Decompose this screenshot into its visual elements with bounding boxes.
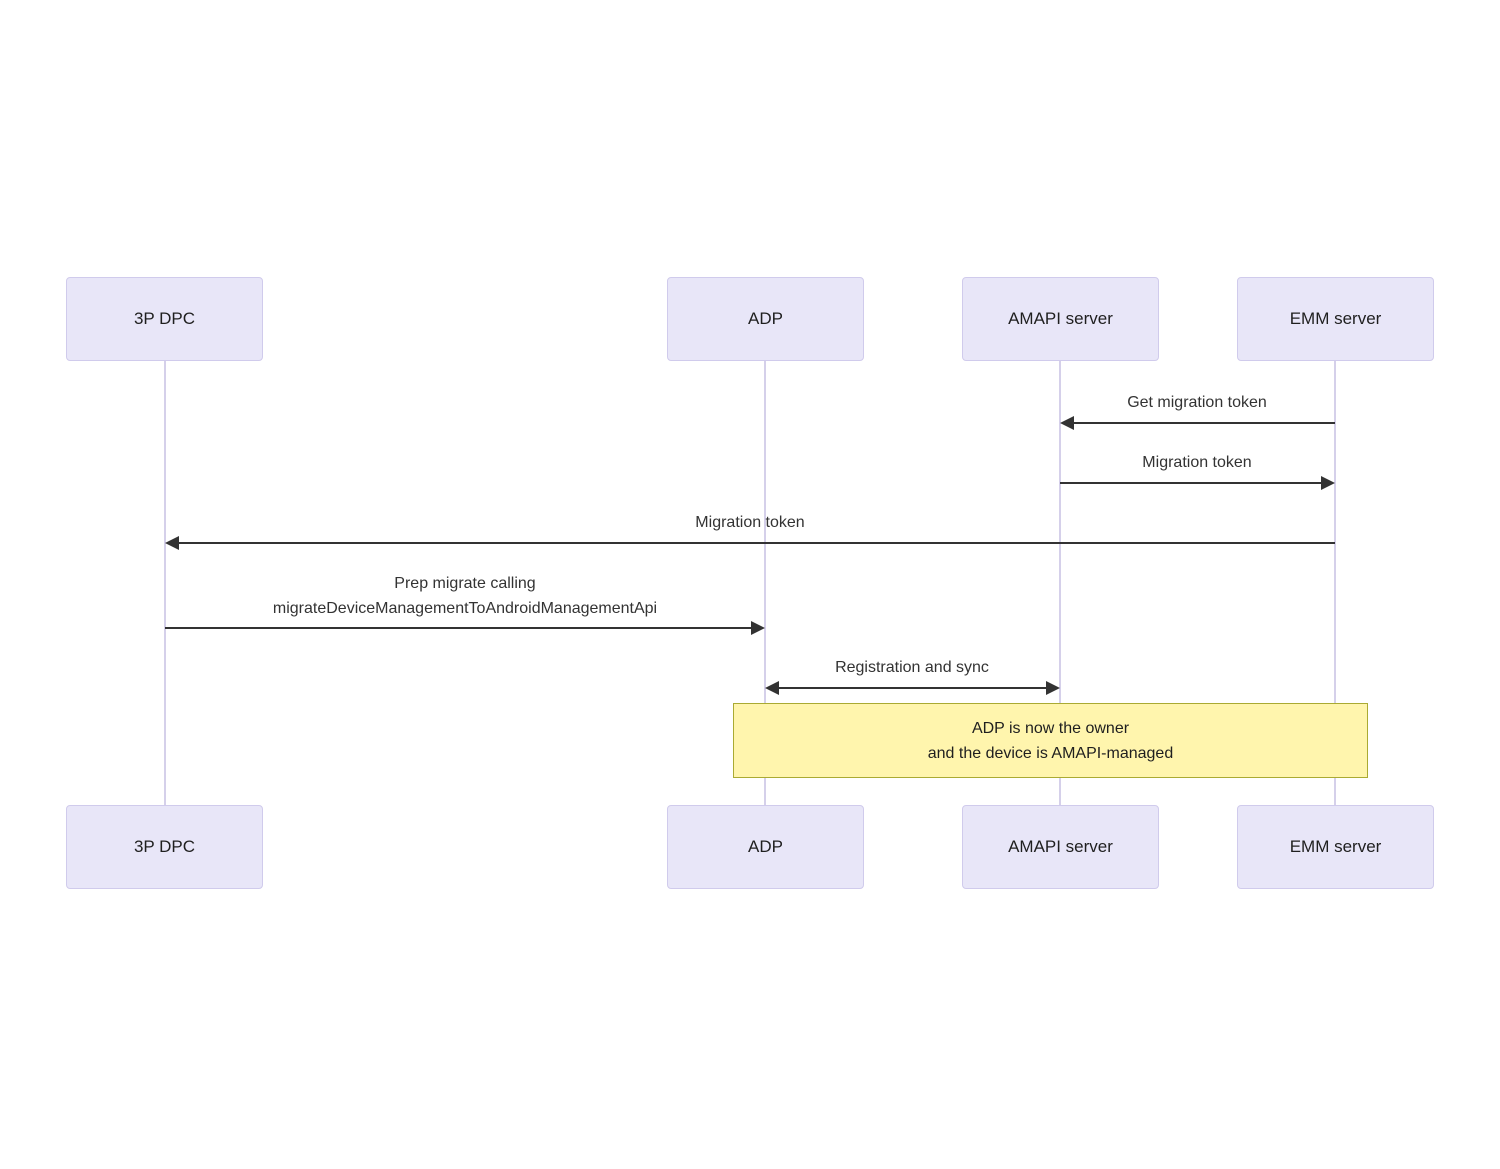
message-text: Migration token xyxy=(695,514,805,531)
message-text-line1: Prep migrate calling xyxy=(394,575,536,592)
lifeline-adp xyxy=(764,361,766,805)
actor-label: ADP xyxy=(748,309,783,328)
actor-bottom-amapi-server: AMAPI server xyxy=(962,805,1159,889)
message-label-get-migration-token: Get migration token xyxy=(1127,390,1267,415)
actor-top-emm-server: EMM server xyxy=(1237,277,1434,361)
actor-label: 3P DPC xyxy=(133,309,196,328)
lifeline-amapi-server xyxy=(1059,361,1061,805)
actor-top-3p-dpc: 3P DPC xyxy=(66,277,263,361)
actor-top-amapi-server: AMAPI server xyxy=(962,277,1159,361)
actor-bottom-3p-dpc: 3P DPC xyxy=(66,805,263,889)
message-label-prep-migrate: Prep migrate calling migrateDeviceManage… xyxy=(273,571,657,621)
actor-label: AMAPI server xyxy=(1008,309,1113,328)
arrowhead-right-icon xyxy=(1321,476,1335,490)
arrowhead-left-icon xyxy=(1060,416,1074,430)
arrowhead-right-icon xyxy=(1046,681,1060,695)
message-label-registration-and-sync: Registration and sync xyxy=(835,655,989,680)
actor-bottom-adp: ADP xyxy=(667,805,864,889)
note-text-line2: and the device is AMAPI-managed xyxy=(927,744,1174,762)
arrowhead-left-icon xyxy=(765,681,779,695)
note-adp-owner: ADP is now the owner and the device is A… xyxy=(733,703,1368,778)
actor-label: EMM server xyxy=(1289,309,1382,328)
lifeline-3p-dpc xyxy=(164,361,166,805)
actor-label: 3P DPC xyxy=(133,837,196,856)
actor-top-adp: ADP xyxy=(667,277,864,361)
actor-label: AMAPI server xyxy=(1008,837,1113,856)
note-text-line1: ADP is now the owner xyxy=(971,719,1130,737)
message-label-migration-token-to-emm: Migration token xyxy=(1142,450,1251,475)
actor-label: ADP xyxy=(748,837,783,856)
message-text: Registration and sync xyxy=(835,659,989,676)
lifeline-emm-server xyxy=(1334,361,1336,805)
message-label-migration-token-to-3p-dpc: Migration token xyxy=(695,510,804,535)
message-text: Migration token xyxy=(1142,454,1252,471)
message-text-line2: migrateDeviceManagementToAndroidManageme… xyxy=(272,600,658,617)
actor-bottom-emm-server: EMM server xyxy=(1237,805,1434,889)
actor-label: EMM server xyxy=(1289,837,1382,856)
arrowhead-left-icon xyxy=(165,536,179,550)
arrowhead-right-icon xyxy=(751,621,765,635)
message-text: Get migration token xyxy=(1127,394,1267,411)
